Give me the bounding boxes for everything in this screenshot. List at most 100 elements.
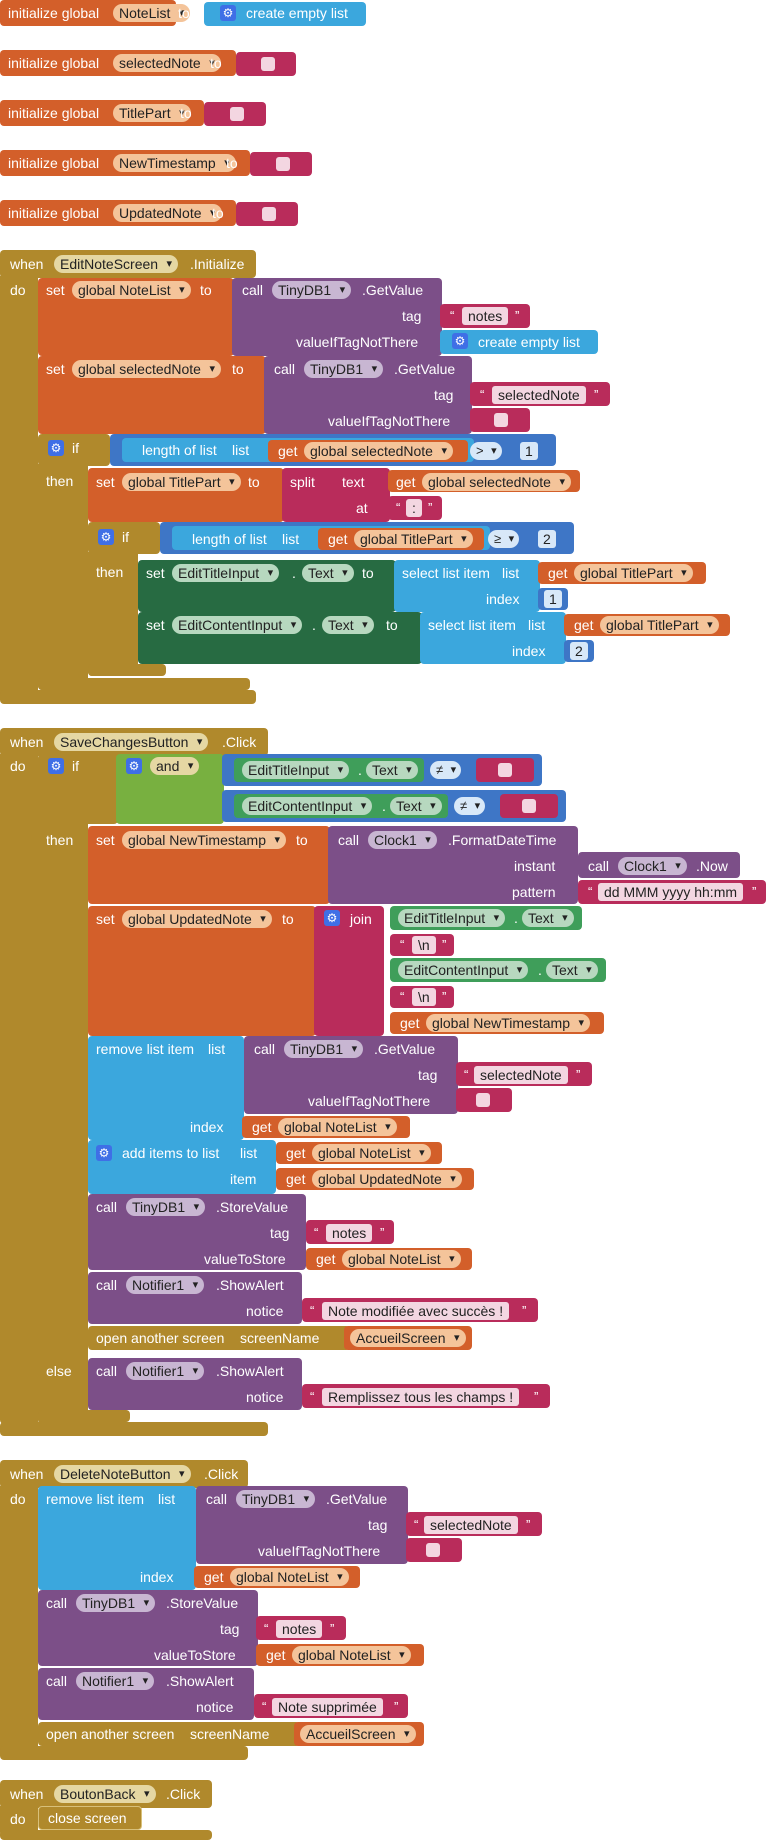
gear-icon[interactable]: ⚙ xyxy=(48,440,64,456)
text-value[interactable]: Note supprimée xyxy=(272,1698,383,1716)
text-value[interactable]: : xyxy=(406,499,422,517)
component-dropdown[interactable]: TinyDB1 xyxy=(126,1198,206,1216)
screen-name-dropdown[interactable]: AccueilScreen xyxy=(350,1329,466,1347)
var-dropdown[interactable]: global selectedNote xyxy=(304,442,453,460)
component-dropdown[interactable]: EditContentInput xyxy=(242,797,373,815)
add-items-to-list-block[interactable] xyxy=(88,1140,276,1194)
var-name-selectednote[interactable]: selectedNote xyxy=(113,54,221,72)
empty-text-field[interactable] xyxy=(262,207,276,221)
var-dropdown[interactable]: global NoteList xyxy=(230,1568,349,1586)
component-dropdown[interactable]: TinyDB1 xyxy=(272,281,352,299)
property-dropdown[interactable]: Text xyxy=(322,616,374,634)
gear-icon[interactable]: ⚙ xyxy=(96,1145,112,1161)
gear-icon[interactable]: ⚙ xyxy=(48,758,64,774)
remove-list-item-block[interactable] xyxy=(88,1036,244,1140)
gear-icon[interactable]: ⚙ xyxy=(98,529,114,545)
var-name-updatednote[interactable]: UpdatedNote xyxy=(113,204,222,222)
text-value[interactable]: selectedNote xyxy=(424,1516,518,1534)
number-value[interactable]: 2 xyxy=(538,530,556,548)
component-dropdown[interactable]: EditTitleInput xyxy=(242,761,350,779)
component-dropdown[interactable]: EditContentInput xyxy=(172,616,303,634)
empty-text-field[interactable] xyxy=(261,57,275,71)
empty-text-field[interactable] xyxy=(522,799,536,813)
var-dropdown[interactable]: global NoteList xyxy=(342,1250,461,1268)
component-dropdown[interactable]: EditContentInput xyxy=(398,961,529,979)
component-dropdown[interactable]: TinyDB1 xyxy=(76,1594,156,1612)
component-dropdown[interactable]: TinyDB1 xyxy=(304,360,384,378)
text-value[interactable]: Note modifiée avec succès ! xyxy=(322,1302,510,1320)
empty-text-field[interactable] xyxy=(498,763,512,777)
var-dropdown[interactable]: global selectedNote xyxy=(72,360,221,378)
property-dropdown[interactable]: Text xyxy=(546,961,598,979)
text-value[interactable]: notes xyxy=(462,307,509,325)
var-dropdown[interactable]: global UpdatedNote xyxy=(122,910,272,928)
text-value[interactable]: \n xyxy=(412,988,436,1006)
component-dropdown[interactable]: DeleteNoteButton xyxy=(54,1465,191,1483)
gear-icon[interactable]: ⚙ xyxy=(324,910,340,926)
var-dropdown[interactable]: global NewTimestamp xyxy=(122,831,286,849)
component-dropdown[interactable]: EditTitleInput xyxy=(172,564,280,582)
var-dropdown[interactable]: global TitlePart xyxy=(122,473,241,491)
var-dropdown[interactable]: global NoteList xyxy=(292,1646,411,1664)
empty-text-field[interactable] xyxy=(494,413,508,427)
property-dropdown[interactable]: Text xyxy=(366,761,418,779)
operator-dropdown[interactable]: ≠ xyxy=(454,797,486,815)
operator-dropdown[interactable]: > xyxy=(470,442,502,460)
property-dropdown[interactable]: Text xyxy=(522,909,574,927)
number-value[interactable]: 2 xyxy=(570,642,588,660)
var-name-notelist[interactable]: NoteList xyxy=(113,4,191,22)
empty-text-field[interactable] xyxy=(426,1543,440,1557)
text-value[interactable]: dd MMM yyyy hh:mm xyxy=(598,883,744,901)
number-value[interactable]: 1 xyxy=(520,442,538,460)
property-dropdown[interactable]: Text xyxy=(390,797,442,815)
var-dropdown[interactable]: global NoteList xyxy=(72,281,191,299)
var-dropdown[interactable]: global TitlePart xyxy=(600,616,719,634)
screen-name-dropdown[interactable]: AccueilScreen xyxy=(300,1725,416,1743)
var-dropdown[interactable]: global UpdatedNote xyxy=(312,1170,462,1188)
text-value[interactable]: Remplissez tous les champs ! xyxy=(322,1388,520,1406)
text-value[interactable]: notes xyxy=(276,1620,323,1638)
select-list-item-block[interactable] xyxy=(420,612,566,664)
split-block[interactable] xyxy=(282,468,390,522)
var-dropdown[interactable]: global NoteList xyxy=(312,1144,431,1162)
text-value[interactable]: \n xyxy=(412,936,436,954)
component-dropdown[interactable]: BoutonBack xyxy=(54,1785,156,1803)
gear-icon[interactable]: ⚙ xyxy=(220,5,236,21)
empty-text-field[interactable] xyxy=(276,157,290,171)
gear-icon[interactable]: ⚙ xyxy=(452,333,468,349)
text-value[interactable]: notes xyxy=(326,1224,373,1242)
var-dropdown[interactable]: global selectedNote xyxy=(422,473,571,491)
component-dropdown[interactable]: SaveChangesButton xyxy=(54,733,209,751)
var-dropdown[interactable]: global TitlePart xyxy=(574,564,693,582)
component-dropdown[interactable]: EditTitleInput xyxy=(398,909,506,927)
select-list-item-block[interactable] xyxy=(394,560,540,612)
component-dropdown[interactable]: TinyDB1 xyxy=(284,1040,364,1058)
component-dropdown[interactable]: Clock1 xyxy=(368,831,437,849)
text-value[interactable]: selectedNote xyxy=(474,1066,568,1084)
var-name-titlepart[interactable]: TitlePart xyxy=(113,104,191,122)
empty-text-field[interactable] xyxy=(230,107,244,121)
close-screen-block[interactable] xyxy=(38,1806,142,1830)
empty-text-field[interactable] xyxy=(476,1093,490,1107)
component-dropdown[interactable]: Notifier1 xyxy=(126,1362,205,1380)
component-dropdown[interactable]: Clock1 xyxy=(618,857,687,875)
var-dropdown[interactable]: global NewTimestamp xyxy=(426,1014,590,1032)
var-name-newtimestamp[interactable]: NewTimestamp xyxy=(113,154,236,172)
component-dropdown[interactable]: Notifier1 xyxy=(126,1276,205,1294)
component-dropdown[interactable]: EditNoteScreen xyxy=(54,255,179,273)
component-dropdown[interactable]: Notifier1 xyxy=(76,1672,155,1690)
text-value[interactable]: selectedNote xyxy=(492,386,586,404)
open-another-screen-block[interactable] xyxy=(38,1722,300,1746)
remove-list-item-block[interactable] xyxy=(38,1486,196,1590)
property-dropdown[interactable]: Text xyxy=(302,564,354,582)
var-dropdown[interactable]: global NoteList xyxy=(278,1118,397,1136)
open-another-screen-block[interactable] xyxy=(88,1326,350,1350)
gear-icon[interactable]: ⚙ xyxy=(126,758,142,774)
operator-dropdown[interactable]: ≠ xyxy=(430,761,462,779)
logic-and-dropdown[interactable]: and xyxy=(150,757,200,775)
number-value[interactable]: 1 xyxy=(544,590,562,608)
operator-dropdown[interactable]: ≥ xyxy=(488,530,520,548)
component-dropdown[interactable]: TinyDB1 xyxy=(236,1490,316,1508)
var-dropdown[interactable]: global TitlePart xyxy=(354,530,473,548)
join-block[interactable] xyxy=(314,906,384,1036)
